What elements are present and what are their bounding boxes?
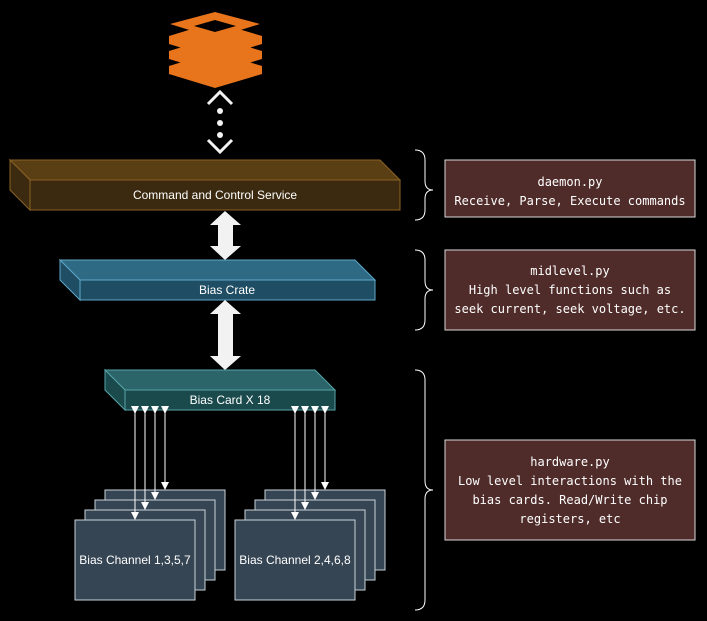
command-control-service-box: Command and Control Service	[8, 158, 402, 212]
card-channel-even-arrows	[291, 406, 329, 520]
hardware-note-line-2: bias cards. Read/Write chip	[472, 493, 667, 507]
channel-odd-label: Bias Channel 1,3,5,7	[79, 553, 191, 567]
bias-card-box: Bias Card X 18	[103, 368, 337, 412]
hardware-brace	[414, 369, 434, 611]
midlevel-note-line-1: High level functions such as	[469, 283, 671, 297]
daemon-note-title: daemon.py	[537, 175, 602, 189]
card-channel-odd-arrows	[131, 406, 169, 520]
midlevel-brace	[414, 249, 434, 331]
hardware-note-line-3: registers, etc	[519, 512, 620, 526]
daemon-note: daemon.py Receive, Parse, Execute comman…	[444, 159, 696, 218]
service-label: Command and Control Service	[133, 188, 297, 202]
bias-crate-box: Bias Crate	[58, 258, 377, 302]
hardware-note: hardware.py Low level interactions with …	[444, 439, 696, 541]
hardware-note-title: hardware.py	[530, 455, 609, 469]
bias-channel-stack-even: Bias Channel 2,4,6,8	[234, 489, 386, 601]
hardware-note-line-1: Low level interactions with the	[458, 474, 682, 488]
midlevel-note-title: midlevel.py	[530, 264, 609, 278]
bias-channel-stack-odd: Bias Channel 1,3,5,7	[74, 489, 226, 601]
midlevel-note-line-2: seek current, seek voltage, etc.	[454, 302, 685, 316]
crate-label: Bias Crate	[199, 283, 255, 297]
card-label: Bias Card X 18	[190, 393, 271, 407]
channel-even-label: Bias Channel 2,4,6,8	[239, 553, 351, 567]
orange-stacked-layers-logo-icon	[169, 12, 262, 88]
crate-card-double-arrow	[210, 300, 241, 370]
logo-service-dotted-arrow	[206, 89, 234, 155]
daemon-note-line: Receive, Parse, Execute commands	[454, 194, 685, 208]
midlevel-note: midlevel.py High level functions such as…	[444, 249, 696, 331]
daemon-brace	[414, 149, 434, 221]
service-crate-double-arrow	[210, 211, 241, 260]
